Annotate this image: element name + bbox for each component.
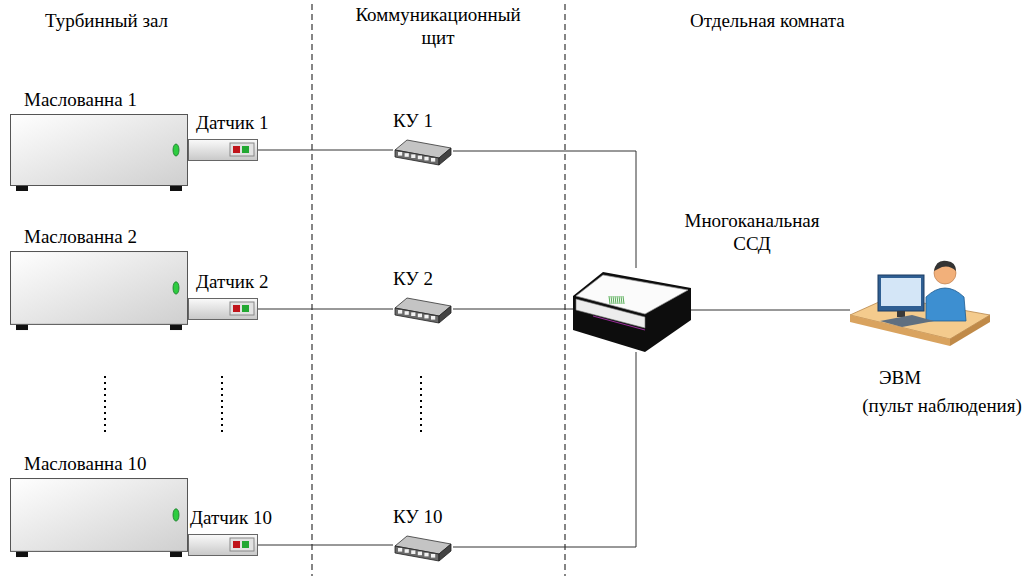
cable-line	[258, 545, 393, 546]
zone-heading: Отдельная комната	[690, 10, 845, 33]
node-label: Маслованна 10	[24, 453, 146, 476]
sensor-body	[188, 139, 258, 161]
node-label: КУ 10	[393, 506, 443, 529]
ku-node: КУ 10	[393, 532, 453, 562]
sensor-node: Датчик 2	[188, 298, 258, 320]
ellipsis-dots	[221, 376, 223, 432]
node-label: КУ 1	[393, 110, 433, 133]
cable-line	[258, 150, 393, 151]
node-label: Многоканальная ССД	[684, 210, 819, 256]
tank-node: Маслованна 10	[10, 478, 188, 556]
node-label: (пульт наблюдения)	[862, 395, 1022, 418]
cable-line	[453, 151, 636, 268]
zone-heading: Коммуникационный щит	[355, 4, 520, 50]
switch-device	[393, 532, 453, 562]
oil-bath-body	[10, 114, 188, 190]
ssd-node: Многоканальная ССД	[573, 268, 691, 352]
sensor-body	[188, 298, 258, 320]
cable-line	[691, 310, 850, 311]
node-label: ЭВМ	[879, 367, 921, 390]
ku-node: КУ 1	[393, 136, 453, 166]
oil-bath-body	[10, 251, 188, 329]
divider-line	[311, 4, 312, 576]
node-label: Датчик 1	[196, 112, 268, 135]
data-collection-unit	[573, 268, 691, 352]
switch-device	[393, 136, 453, 166]
sensor-body	[188, 534, 258, 556]
cable-line	[258, 309, 393, 310]
tank-node: Маслованна 1	[10, 114, 188, 190]
zone-heading: Турбинный зал	[45, 10, 168, 33]
divider-line	[564, 4, 565, 576]
ellipsis-dots	[104, 376, 106, 432]
ellipsis-dots	[420, 376, 422, 432]
switch-device	[393, 294, 453, 324]
cable-line	[453, 352, 636, 547]
sensor-node: Датчик 1	[188, 139, 258, 161]
node-label: Маслованна 2	[24, 226, 137, 249]
node-label: Датчик 2	[196, 271, 268, 294]
computer-workstation-icon	[850, 255, 990, 347]
cable-line	[453, 309, 573, 310]
node-label: КУ 2	[393, 268, 433, 291]
node-label: Датчик 10	[190, 507, 272, 530]
oil-bath-body	[10, 478, 188, 556]
pc-node: ЭВМ(пульт наблюдения)	[850, 255, 990, 347]
node-label: Маслованна 1	[24, 89, 137, 112]
ku-node: КУ 2	[393, 294, 453, 324]
sensor-node: Датчик 10	[188, 534, 258, 556]
tank-node: Маслованна 2	[10, 251, 188, 329]
